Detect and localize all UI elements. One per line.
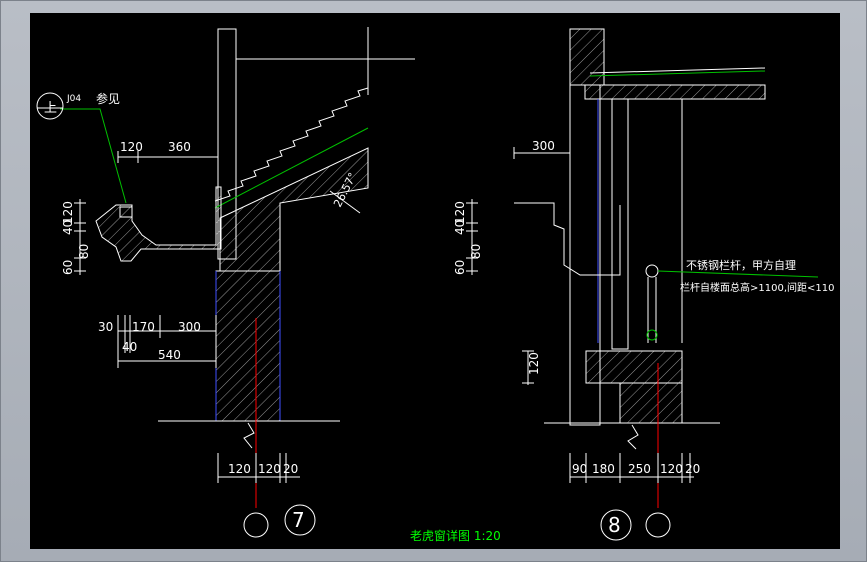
- detail-8-number: 8: [608, 513, 621, 537]
- dim8-left-40: 40: [453, 220, 467, 235]
- left-wall-8: [569, 84, 601, 426]
- dim7-left-120: 120: [61, 201, 75, 224]
- detail-8: [466, 28, 819, 541]
- dim7-left-80: 80: [77, 244, 91, 259]
- axis-bubble-7: [243, 512, 269, 538]
- dim7-mid-170: 170: [132, 320, 155, 334]
- window-frame: [611, 98, 629, 350]
- dim8-top-300: 300: [532, 139, 555, 153]
- ref-leader: [60, 108, 127, 204]
- cad-canvas[interactable]: 上 J04 参见 120 360 26.57° 120 40 80 60 30 …: [30, 13, 840, 549]
- top-parapet: [569, 28, 605, 86]
- dim8-bot-180: 180: [592, 462, 615, 476]
- angle-leader: [329, 190, 361, 214]
- labels: 上 J04 参见 120 360 26.57° 120 40 80 60 30 …: [44, 91, 834, 543]
- ref-symbol-top: 上: [44, 101, 57, 116]
- dim8-bot-20: 20: [685, 462, 700, 476]
- dim8-bot-250: 250: [628, 462, 651, 476]
- dim7-mid-40: 40: [122, 340, 137, 354]
- tile-batten-8: [589, 70, 766, 77]
- cornice-8: [514, 202, 621, 276]
- dim7-mid-30: 30: [98, 320, 113, 334]
- dim7-bot-120a: 120: [228, 462, 251, 476]
- dim7-mid-300: 300: [178, 320, 201, 334]
- note-leader: [657, 270, 819, 278]
- dim7-bot-120b: 120: [258, 462, 281, 476]
- dim7-bot-20: 20: [283, 462, 298, 476]
- lower-wall: [215, 270, 281, 422]
- dim8-left-120: 120: [453, 201, 467, 224]
- dim7-mid-540: 540: [158, 348, 181, 362]
- detail-8-marker: [600, 509, 632, 541]
- note-line-2: 栏杆自楼面总高>1100,间距<110: [680, 281, 834, 294]
- ref-symbol: [36, 92, 64, 120]
- dim8-left-80: 80: [469, 244, 483, 259]
- note-line-1: 不锈钢栏杆，甲方自理: [686, 258, 796, 272]
- gutter-small-box: [119, 206, 133, 218]
- sill-wall: [619, 382, 683, 424]
- drawing-title: 老虎窗详图 1:20: [410, 528, 501, 543]
- dim7-left-60: 60: [61, 260, 75, 275]
- dim8-bot-90: 90: [572, 462, 587, 476]
- ref-note: 参见: [96, 91, 120, 106]
- roof-slab-8: [584, 84, 766, 100]
- railing-top-circle: [645, 264, 659, 278]
- break-symbol-7: [243, 422, 255, 449]
- detail-7: [36, 27, 415, 538]
- ref-code: J04: [66, 94, 81, 104]
- drawing-svg: 上 J04 参见 120 360 26.57° 120 40 80 60 30 …: [36, 27, 834, 543]
- gutter-cornice: [95, 186, 222, 262]
- dim8-mid-120: 120: [527, 352, 541, 375]
- tile-batten: [214, 127, 369, 209]
- dim8-bot-120: 120: [660, 462, 683, 476]
- dim7-left-40: 40: [61, 220, 75, 235]
- sill-block: [585, 350, 683, 384]
- roof-top-line: [589, 67, 766, 74]
- dim7-top-a: 120: [120, 140, 143, 154]
- axis-bubble-8: [645, 512, 671, 538]
- detail-7-number: 7: [292, 508, 305, 532]
- roof-tiles: [214, 87, 369, 202]
- dim7-top-b: 360: [168, 140, 191, 154]
- detail-7-marker: [284, 504, 316, 536]
- dim8-left-60: 60: [453, 260, 467, 275]
- railing-circle: [646, 329, 658, 341]
- break-symbol-8: [627, 424, 639, 450]
